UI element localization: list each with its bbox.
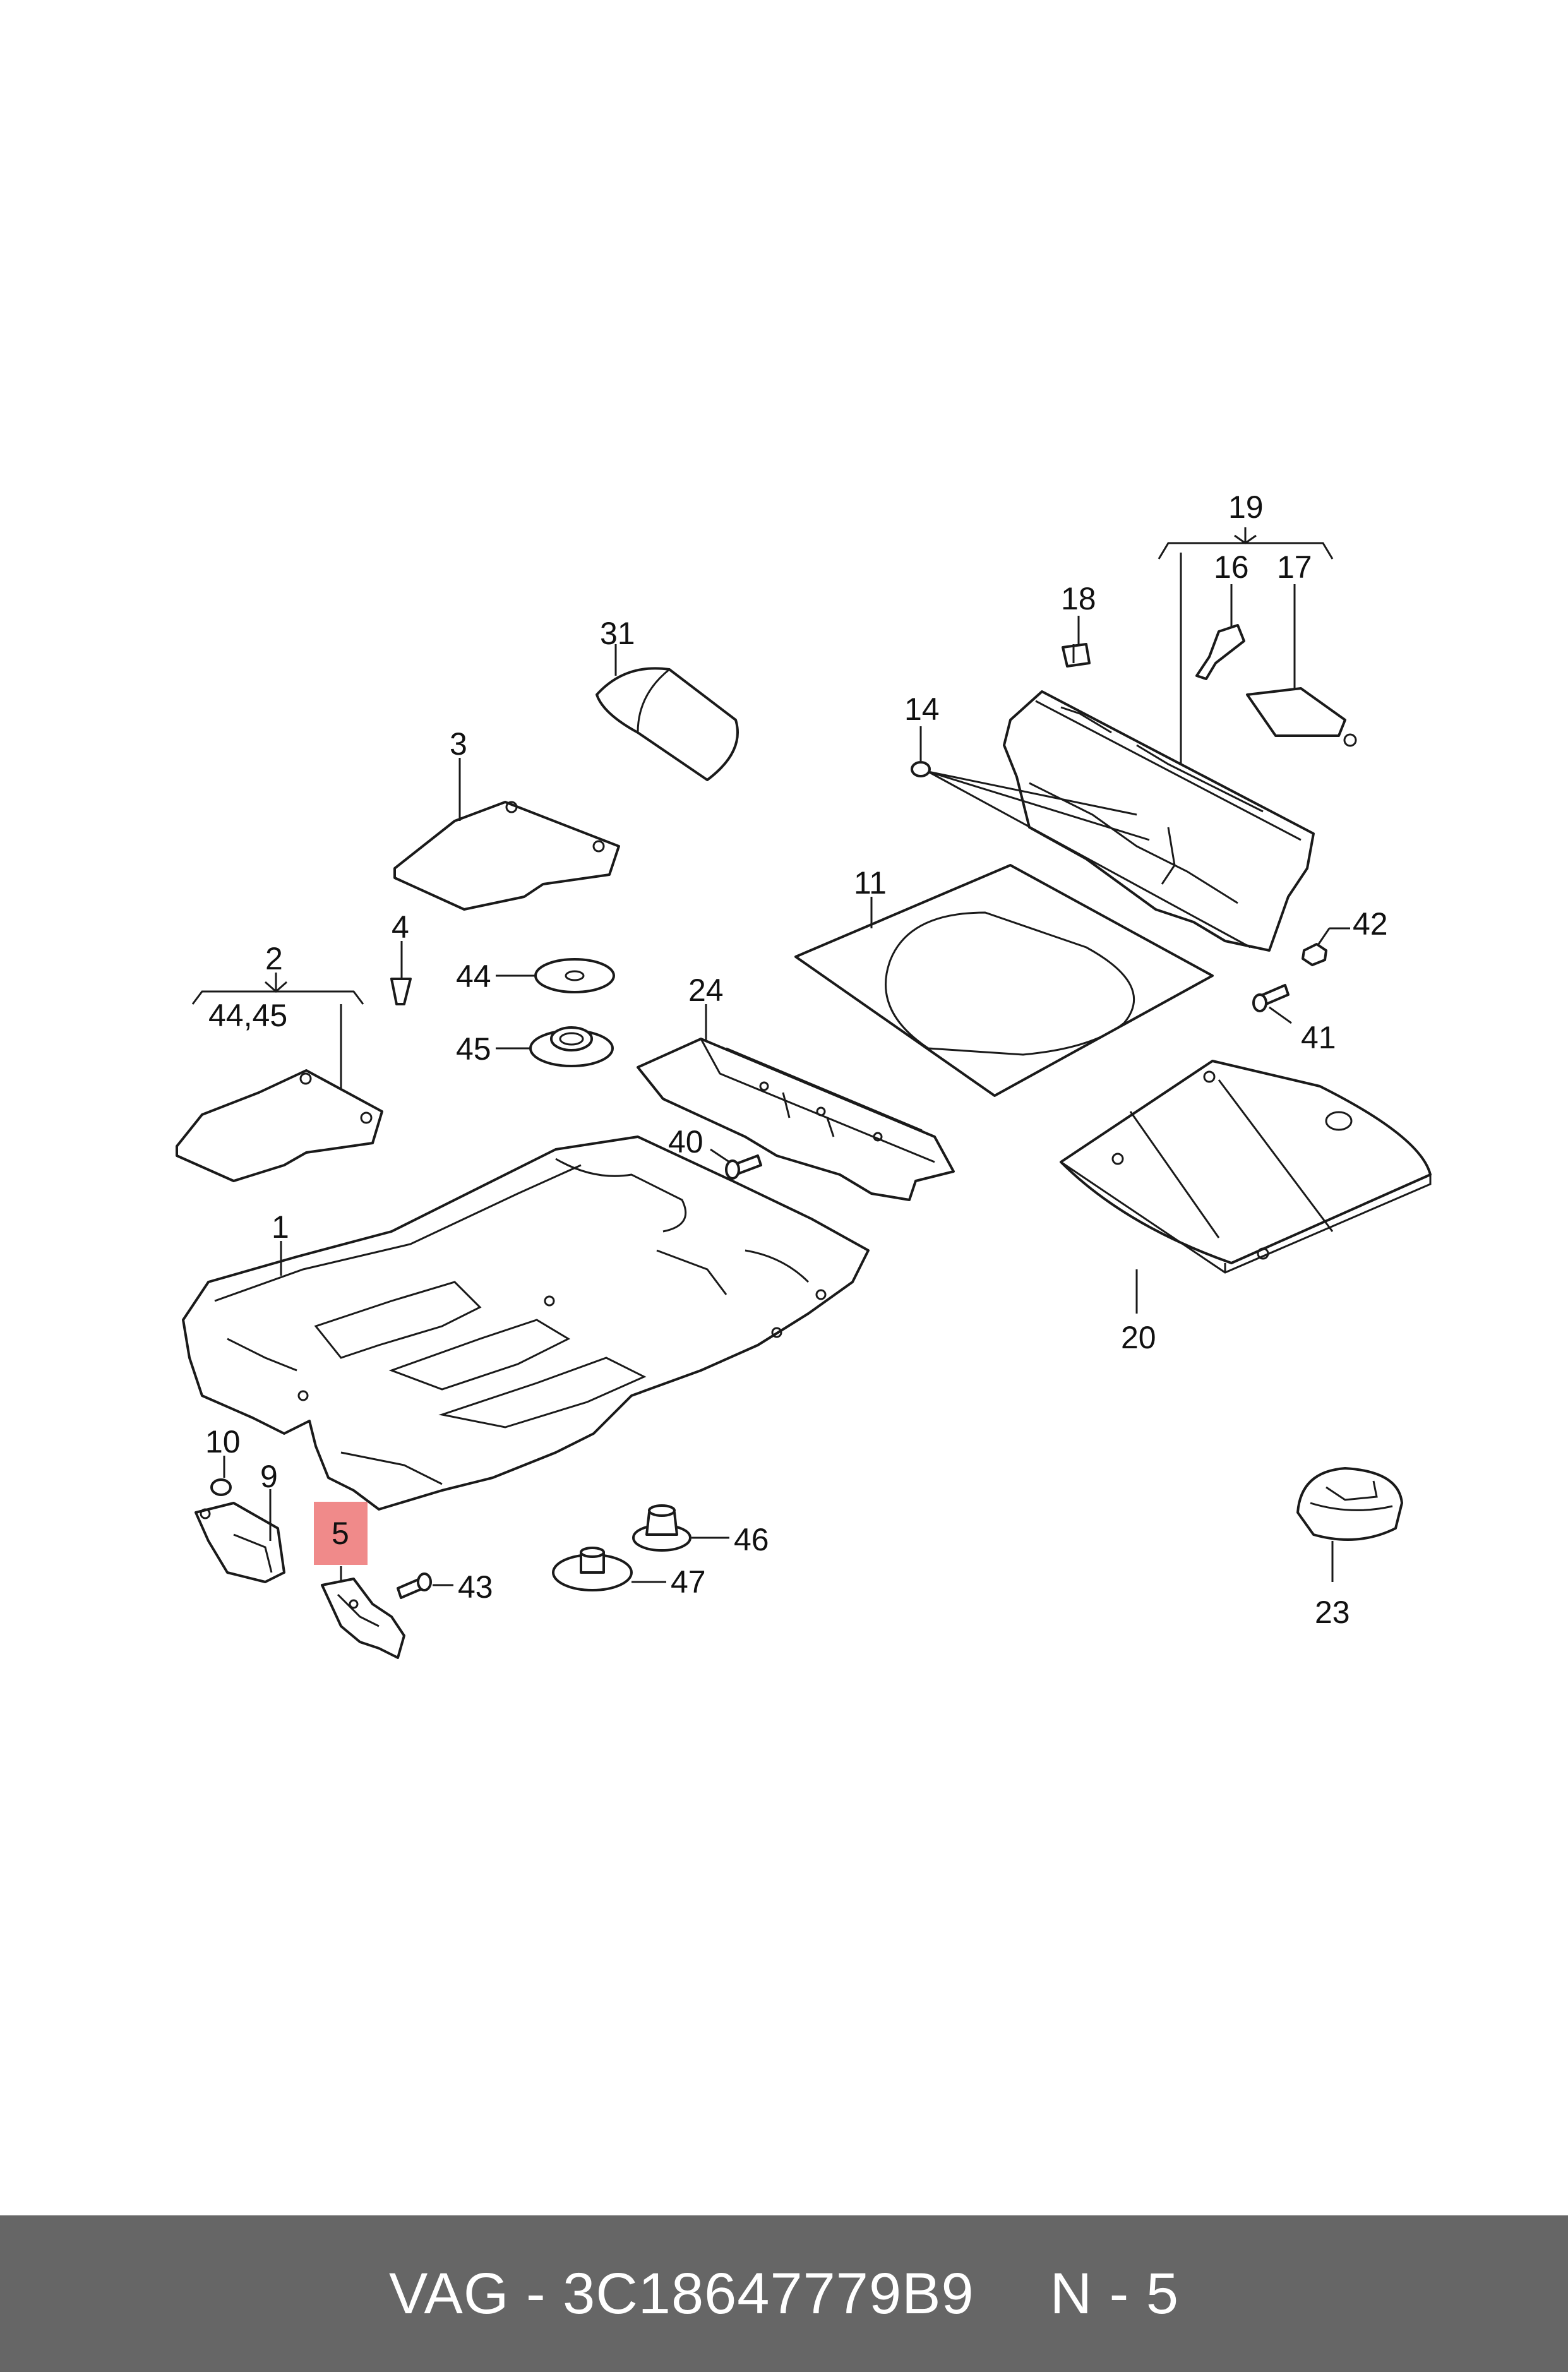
part-4-clip [390,978,412,1005]
part-20-load-floor [1060,1060,1432,1274]
label-40: 40 [668,1124,703,1159]
footer-position: N - 5 [1050,2261,1180,2326]
label-4: 4 [392,909,409,945]
part-45-grommet [529,1026,614,1067]
part-19-rear-trim [1003,690,1315,952]
label-2: 2 [265,941,283,976]
part-44-washer [534,958,615,993]
label-17: 17 [1277,549,1312,585]
label-19: 19 [1228,489,1264,525]
part-40-bolt [725,1154,762,1180]
part-41-bolt [1252,984,1290,1012]
part-10-clip [210,1478,232,1496]
label-5: 5 [332,1516,349,1551]
part-42-nut [1302,943,1327,966]
label-11: 11 [854,865,887,901]
part-24-crossmember [637,1038,955,1201]
label-14: 14 [904,692,940,727]
part-18-clip [1062,643,1091,668]
footer-part-number: VAG - 3C18647779B9 [388,2261,974,2326]
label-43: 43 [458,1569,493,1605]
part-16-hook [1195,624,1245,680]
label-41: 41 [1301,1020,1336,1055]
label-47: 47 [671,1564,706,1600]
part-5-bracket [321,1578,405,1659]
part-2-mat [176,1069,383,1182]
label-31: 31 [600,616,635,651]
label-18: 18 [1061,581,1096,616]
highlight-part-5 [314,1502,368,1565]
label-44: 44 [456,959,491,994]
label-23: 23 [1315,1595,1350,1630]
label-3: 3 [450,726,467,762]
label-45: 45 [456,1031,491,1067]
label-2-sub: 44,45 [208,998,287,1033]
part-43-screw [397,1572,432,1599]
label-9: 9 [260,1459,278,1494]
label-42: 42 [1353,906,1388,942]
label-1: 1 [272,1209,289,1245]
label-46: 46 [734,1522,769,1557]
part-46-plug [632,1504,691,1552]
part-1-floor-carpet [182,1135,870,1511]
part-14-pin [911,761,931,777]
label-20: 20 [1121,1320,1156,1355]
part-11-trunk-mat [794,864,1214,1097]
part-17-flap [1246,687,1357,747]
footer-bar: VAG - 3C18647779B9 N - 5 [0,2215,1568,2372]
part-31-roll [595,667,739,781]
part-47-grommet [552,1547,633,1591]
label-24: 24 [688,973,724,1008]
label-16: 16 [1214,549,1249,585]
part-9-bracket [195,1502,285,1583]
part-23-foam-tray [1296,1467,1403,1541]
parts-diagram: 31 3 4 44 45 2 44,45 [176,489,1432,1659]
part-3-mat [393,801,620,911]
label-10: 10 [205,1424,241,1459]
